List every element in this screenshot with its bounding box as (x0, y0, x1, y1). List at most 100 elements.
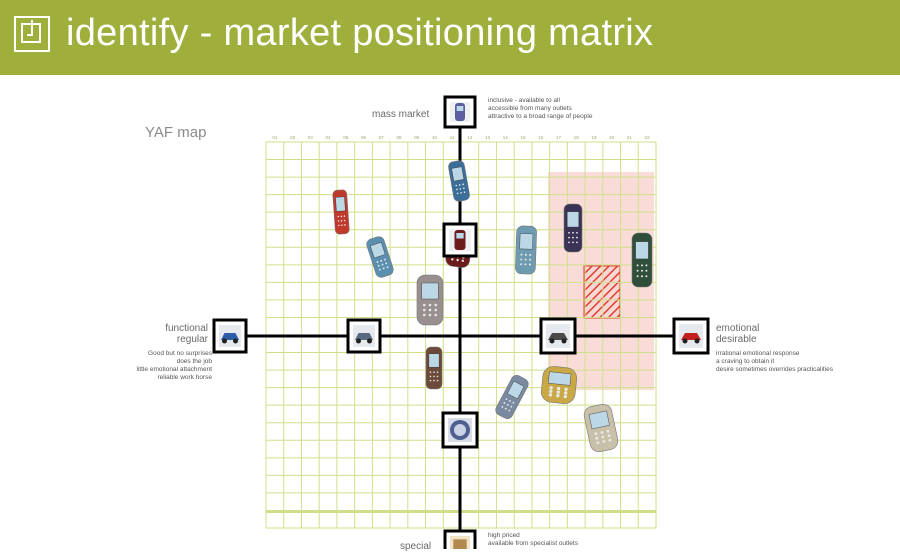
phone-screen (548, 371, 572, 386)
phone-key (508, 409, 511, 412)
phone-key (461, 259, 465, 263)
car-icon (681, 333, 701, 340)
phone-key (594, 432, 598, 436)
column-label: 06 (361, 135, 367, 140)
mobile-phone-icon (631, 232, 653, 288)
car-wheel (549, 338, 555, 344)
car-wheel (356, 338, 361, 344)
phone-key (529, 253, 532, 256)
phone-screen (456, 106, 464, 111)
phone-key (462, 183, 464, 186)
phone-screen (335, 196, 346, 212)
column-label: 01 (272, 135, 278, 140)
phone-key (386, 266, 389, 269)
mobile-phone-icon (332, 189, 350, 235)
emotional-car (672, 317, 710, 355)
phone-key (343, 215, 346, 217)
phone-key (596, 441, 600, 445)
column-label: 15 (521, 135, 527, 140)
phone-blue-candybar (366, 236, 394, 278)
mobile-phone-icon (583, 403, 619, 453)
phone-key (636, 275, 639, 278)
phone-red-slim (332, 189, 350, 235)
phone-key (456, 188, 458, 191)
phone-key (379, 268, 381, 271)
mobile-phone-icon (540, 366, 578, 404)
phone-key (436, 371, 439, 373)
column-label: 04 (326, 135, 332, 140)
phone-screen (451, 166, 465, 182)
column-label: 10 (432, 135, 438, 140)
column-label: 09 (414, 135, 420, 140)
phone-key (436, 379, 439, 382)
top-axis-description: inclusive - available to all accessible … (488, 97, 593, 120)
phone-key (340, 219, 343, 222)
phone-key (548, 393, 553, 397)
phone-key (429, 379, 432, 382)
right-axis-label: emotional desirable (716, 323, 760, 345)
column-label: 20 (609, 135, 615, 140)
phone-key (576, 236, 578, 239)
map-title: YAF map (145, 124, 207, 141)
column-label: 16 (538, 135, 544, 140)
axis-anchor-boxes (212, 95, 710, 549)
phone-key (645, 275, 648, 278)
phone-key (428, 308, 432, 312)
column-label: 21 (627, 135, 633, 140)
mobile-phone-icon (563, 203, 583, 253)
phone-screen (507, 380, 525, 400)
column-label: 11 (450, 135, 455, 140)
phone-key (645, 264, 648, 267)
phone-key (568, 241, 570, 244)
phone-key (428, 313, 432, 317)
phone-key (384, 258, 386, 261)
bottom-axis-label: special (400, 541, 432, 552)
phone-key (563, 394, 568, 399)
phone-screen (588, 410, 610, 430)
phone-key (344, 224, 346, 226)
phone-key (556, 390, 560, 394)
phone-key (556, 394, 560, 398)
phone-key (506, 403, 509, 406)
phone-key (563, 391, 568, 395)
phone-key (520, 258, 523, 261)
phone-key (433, 371, 435, 373)
car-wheel (367, 338, 372, 344)
column-label: 12 (467, 135, 473, 140)
phone-key (337, 220, 340, 222)
phone-key (524, 263, 527, 266)
center-phone (442, 222, 478, 258)
watch-face (454, 424, 466, 436)
phone-key (428, 303, 432, 307)
phone-silver-tilted (495, 375, 529, 419)
column-label: 13 (485, 135, 491, 140)
car-icon (548, 333, 568, 340)
phone-jewelled (583, 403, 619, 453)
phone-key (451, 258, 454, 261)
bottom-axis-description: high priced available from specialist ou… (488, 532, 578, 547)
mobile-phone-icon (495, 375, 529, 419)
phone-key (456, 258, 459, 262)
phone-key (608, 438, 612, 442)
phone-key (429, 375, 432, 378)
right-axis-description: irrational emotional response a craving … (716, 350, 834, 373)
phone-key (338, 224, 340, 227)
phone-key (568, 236, 570, 239)
phone-screen (456, 233, 464, 239)
column-label: 22 (645, 135, 651, 140)
phone-key (422, 303, 426, 307)
phone-key (429, 371, 432, 373)
phone-key (512, 401, 515, 404)
phone-key (422, 308, 426, 312)
mobile-phone-icon (416, 274, 444, 326)
phone-key (556, 386, 561, 391)
column-label: 05 (343, 135, 349, 140)
phone-key (636, 269, 639, 272)
phone-key (501, 405, 504, 408)
phone-key (463, 187, 465, 190)
phone-key (458, 184, 461, 186)
car-wheel (561, 338, 567, 344)
phone-key (564, 387, 568, 392)
column-label: 02 (290, 135, 296, 140)
